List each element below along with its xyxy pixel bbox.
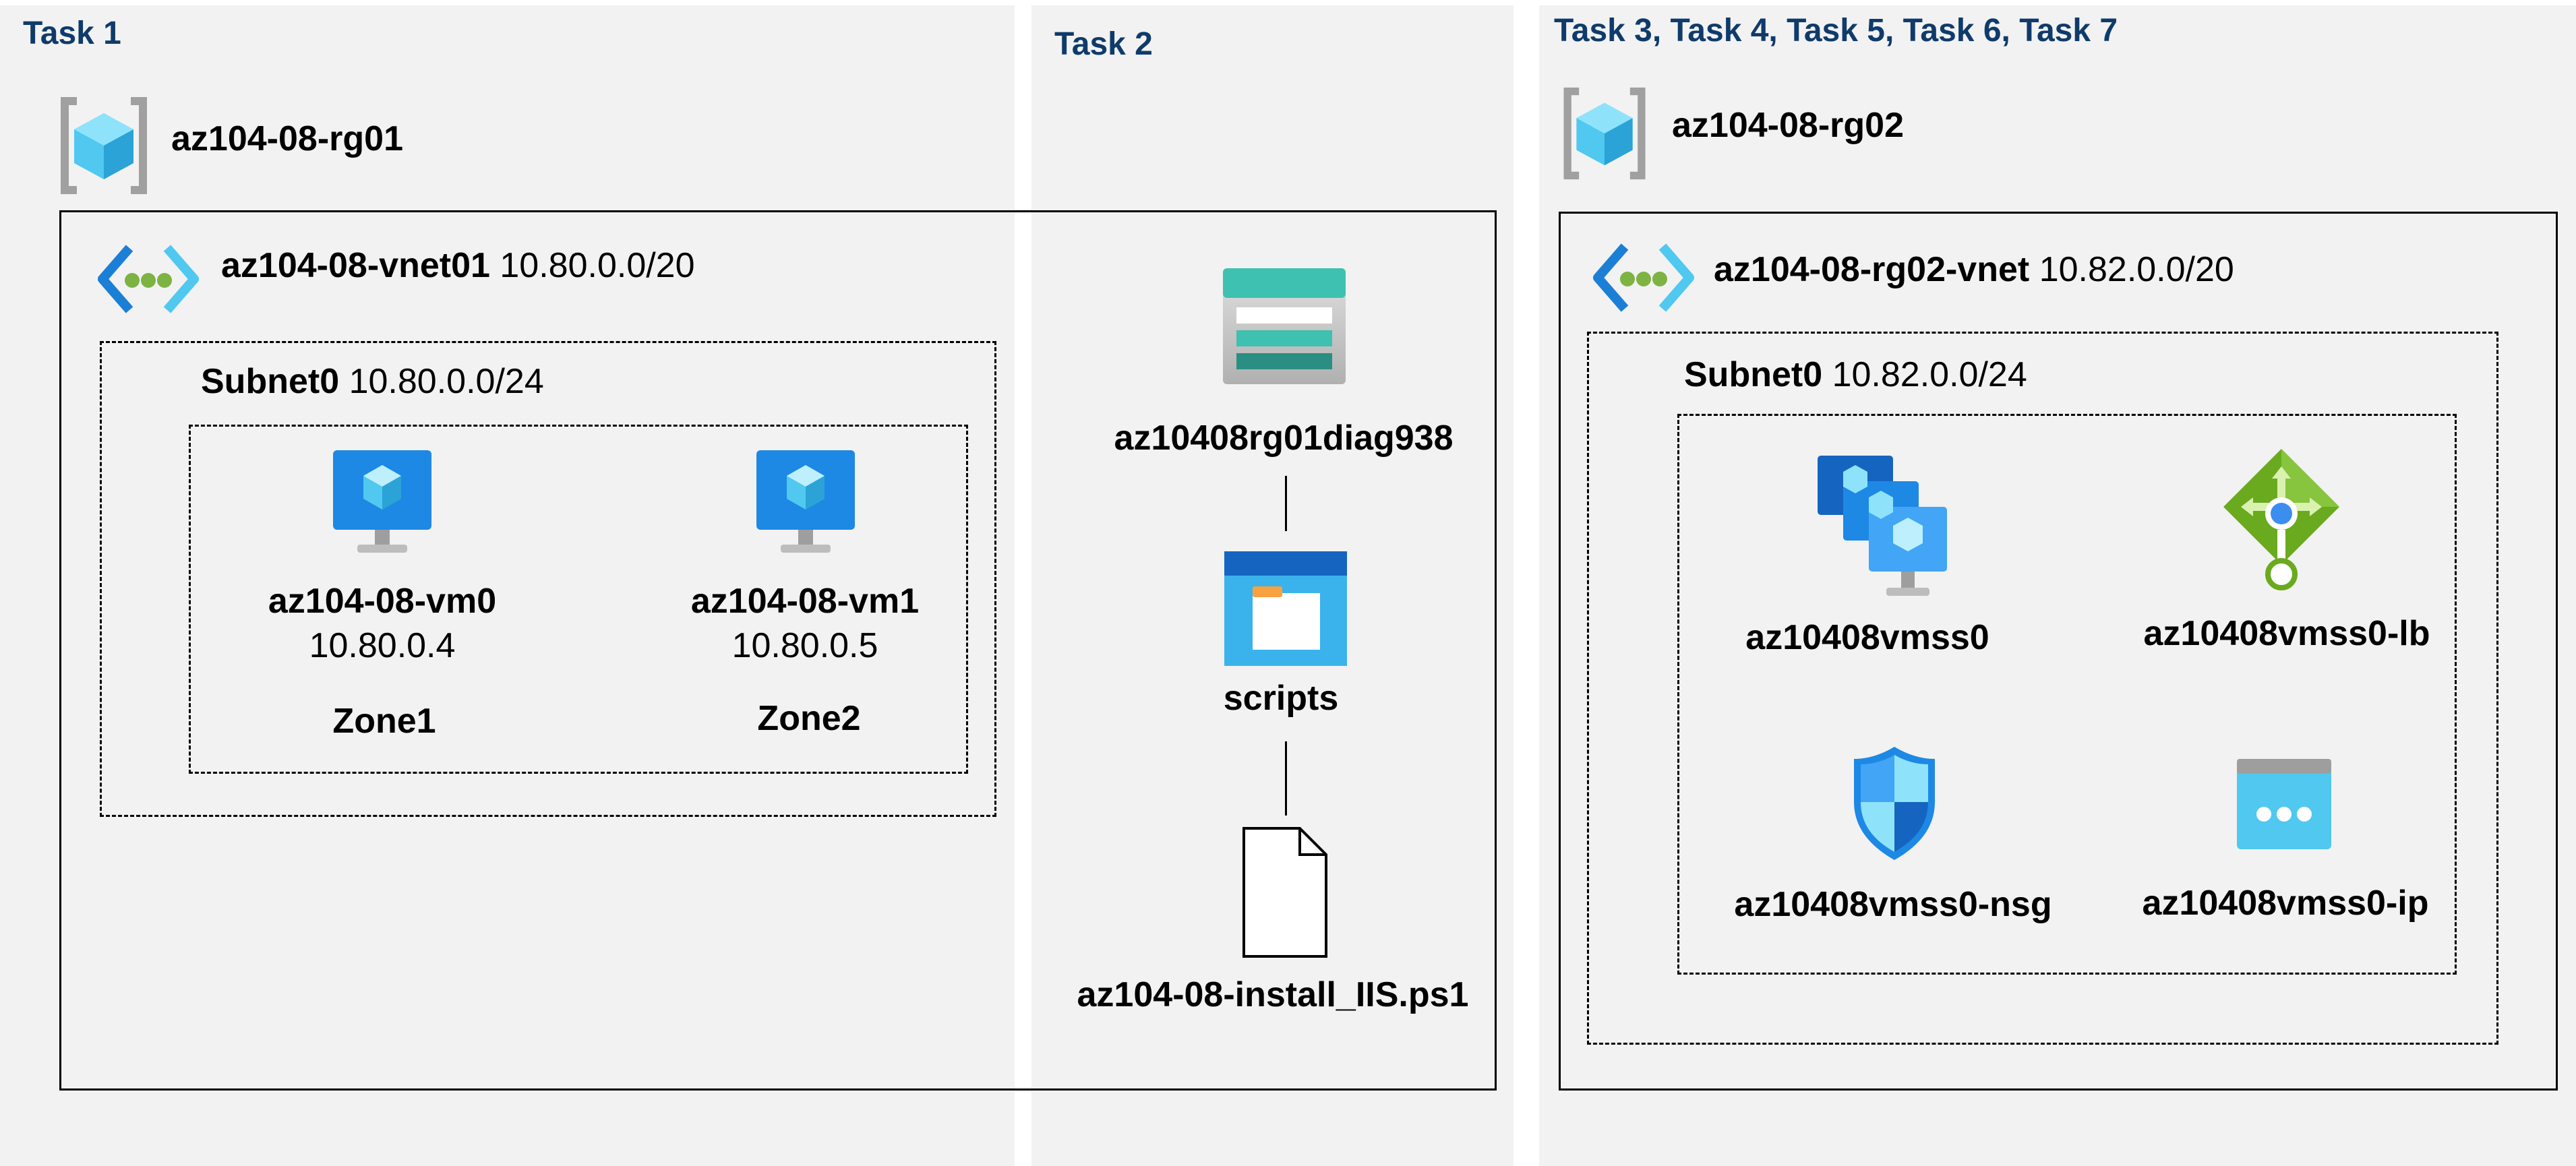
- vnet01-name: az104-08-vnet01: [221, 246, 490, 285]
- file-name: az104-08-install_IIS.ps1: [1077, 975, 1469, 1014]
- vm1-name: az104-08-vm1: [690, 582, 920, 621]
- rg02-name: az104-08-rg02: [1672, 106, 1904, 145]
- task1-panel: [0, 5, 1015, 1166]
- vnet01-cidr: 10.80.0.0/20: [500, 246, 695, 285]
- load-balancer-icon: [2221, 446, 2342, 590]
- ip-name: az10408vmss0-ip: [2142, 884, 2429, 923]
- vm1-zone: Zone2: [757, 699, 861, 738]
- vnet01-label: az104-08-vnet01 10.80.0.0/20: [221, 245, 695, 286]
- vm-group-box: [189, 425, 968, 774]
- storage-account-name: az10408rg01diag938: [1114, 419, 1454, 458]
- task3-title: Task 3, Task 4, Task 5, Task 6, Task 7: [1554, 13, 2118, 49]
- vm0-name: az104-08-vm0: [268, 582, 497, 621]
- storage-container-icon: [1224, 551, 1347, 666]
- subnet0-name: Subnet0: [201, 362, 340, 401]
- resource-group-icon: [1560, 86, 1649, 181]
- public-ip-icon: [2237, 759, 2331, 849]
- vnet01-box: [59, 210, 1497, 1091]
- subnet0-label: Subnet0 10.80.0.0/24: [201, 361, 544, 402]
- rg02-subnet-label: Subnet0 10.82.0.0/24: [1684, 355, 2027, 395]
- lb-name: az10408vmss0-lb: [2143, 614, 2430, 653]
- vm-scale-set-icon: [1818, 456, 1950, 603]
- nsg-name: az10408vmss0-nsg: [1734, 885, 2052, 924]
- rg02-subnet-name: Subnet0: [1684, 355, 1823, 394]
- rg01-name: az104-08-rg01: [171, 119, 403, 158]
- vmss-name: az10408vmss0: [1745, 618, 1989, 657]
- subnet0-box: [100, 341, 996, 817]
- storage-account-icon: [1223, 268, 1346, 384]
- container-name: scripts: [1223, 679, 1339, 718]
- resource-group-icon: [59, 96, 148, 195]
- virtual-network-icon: [97, 243, 200, 315]
- vm0-ip: 10.80.0.4: [309, 626, 456, 665]
- connector-line: [1285, 476, 1287, 531]
- rg02-vnet-label: az104-08-rg02-vnet 10.82.0.0/20: [1714, 249, 2234, 290]
- vm0-zone: Zone1: [332, 702, 436, 741]
- network-security-group-icon: [1851, 744, 1938, 863]
- rg02-vnet-cidr: 10.82.0.0/20: [2039, 250, 2234, 289]
- virtual-machine-icon: [333, 450, 431, 555]
- virtual-machine-icon: [756, 450, 855, 555]
- rg02-subnet-box: [1587, 332, 2498, 1045]
- rg02-subnet-cidr: 10.82.0.0/24: [1832, 355, 2027, 394]
- task1-title: Task 1: [23, 16, 121, 51]
- connector-line: [1285, 741, 1287, 816]
- task2-title: Task 2: [1054, 26, 1153, 62]
- vmss-group-box: [1677, 414, 2457, 975]
- rg02-vnet-name: az104-08-rg02-vnet: [1714, 250, 2030, 289]
- subnet0-cidr: 10.80.0.0/24: [349, 362, 544, 401]
- rg02-vnet-box: [1559, 212, 2558, 1091]
- vm1-ip: 10.80.0.5: [731, 626, 878, 665]
- file-icon: [1242, 826, 1328, 958]
- virtual-network-icon: [1592, 241, 1695, 314]
